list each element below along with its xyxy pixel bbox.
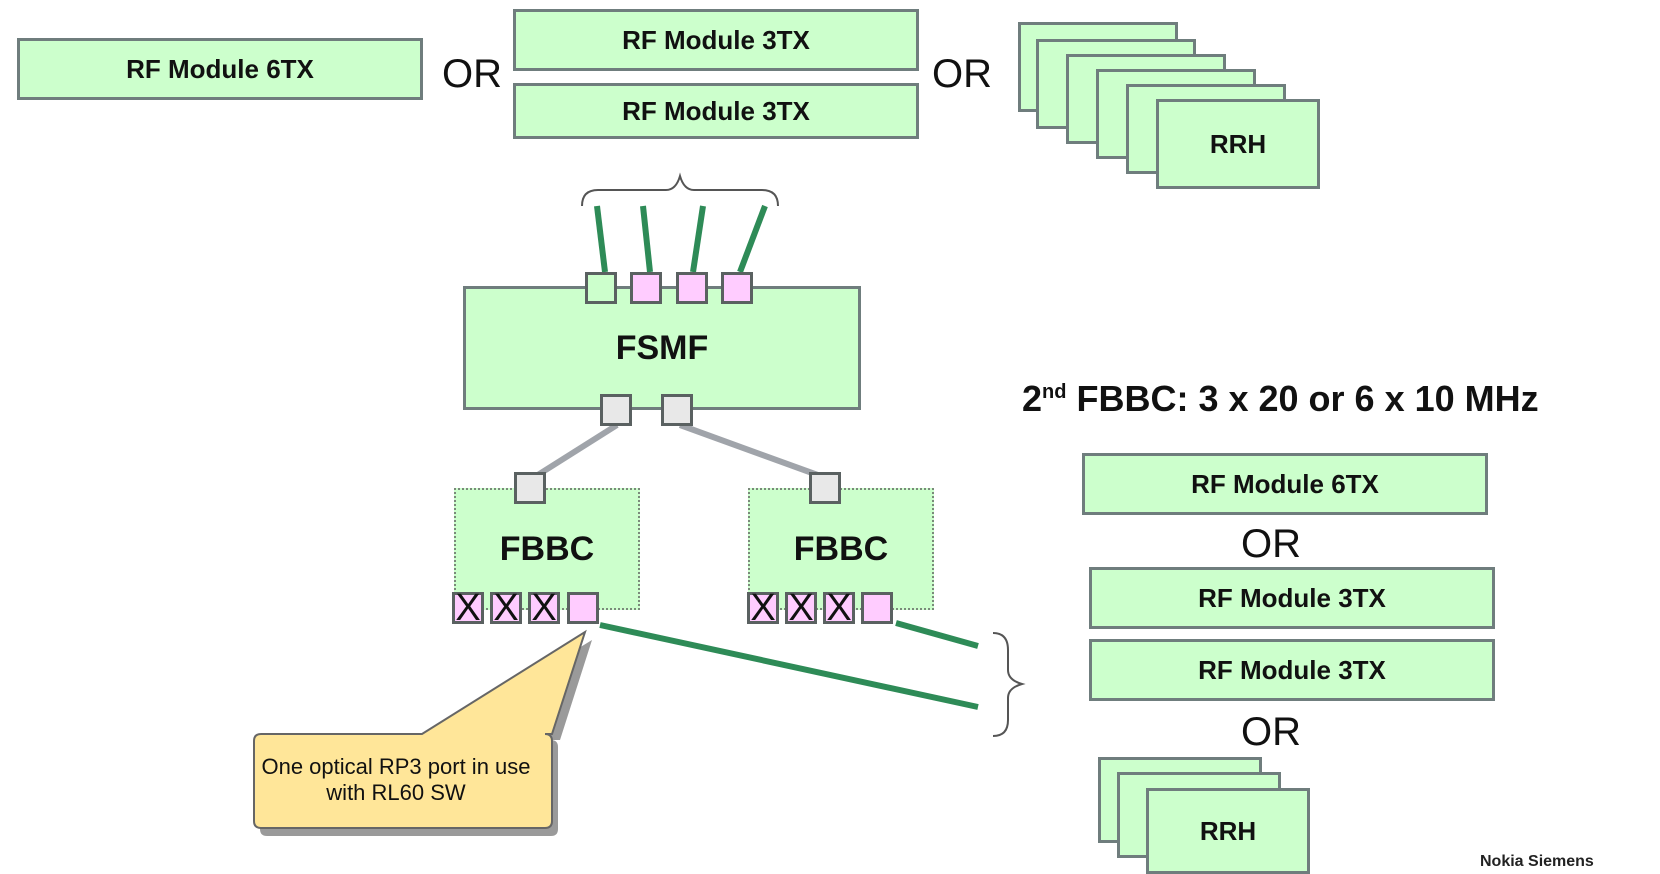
rf-module-3tx-right-b: RF Module 3TX bbox=[1089, 639, 1495, 701]
heading-ordinal: 2 bbox=[1022, 378, 1043, 419]
rf-module-3tx-right-a: RF Module 3TX bbox=[1089, 567, 1495, 629]
rf-link-2 bbox=[640, 205, 653, 273]
rf-link-1 bbox=[594, 205, 608, 273]
fbbc-right-port-2-disabled: X bbox=[785, 589, 817, 627]
or-label-top-2: OR bbox=[932, 52, 992, 96]
heading-text: FBBC: 3 x 20 or 6 x 10 MHz bbox=[1066, 378, 1539, 419]
or-label-right-2: OR bbox=[1241, 710, 1301, 754]
fbbc-right-rf-link bbox=[895, 620, 979, 649]
fsmf-rf-port-2 bbox=[630, 272, 662, 304]
rrh-box-top: RRH bbox=[1156, 99, 1320, 189]
nokia-siemens-logo: Nokia Siemens bbox=[1480, 853, 1594, 870]
fbbc-left-port-2-disabled: X bbox=[490, 589, 522, 627]
callout-shape bbox=[253, 629, 587, 829]
fbbc-left-port-1-disabled: X bbox=[452, 589, 484, 627]
fbbc-left-port-4-active bbox=[567, 592, 599, 624]
fsmf-fbbc-left-link bbox=[531, 422, 619, 481]
right-bracket bbox=[992, 632, 1026, 737]
rf-module-6tx-top: RF Module 6TX bbox=[17, 38, 423, 100]
rf-link-4 bbox=[737, 204, 768, 274]
top-bracket bbox=[581, 172, 779, 207]
fbbc-right: FBBC bbox=[748, 488, 934, 610]
heading-ordinal-suffix: nd bbox=[1042, 381, 1067, 403]
rrh-box-right: RRH bbox=[1146, 788, 1310, 874]
fbbc-left-rf-link bbox=[599, 622, 979, 710]
fbbc-left-port-3-disabled: X bbox=[528, 589, 560, 627]
fsmf-rf-port-3 bbox=[676, 272, 708, 304]
fbbc-right-port-4-active bbox=[861, 592, 893, 624]
or-label-top-1: OR bbox=[442, 52, 502, 96]
fbbc-right-uplink-port bbox=[809, 472, 841, 504]
fbbc-left: FBBC bbox=[454, 488, 640, 610]
fsmf-fbbc-right-link bbox=[678, 422, 828, 481]
fbbc-left-uplink-port bbox=[514, 472, 546, 504]
fsmf-rf-port-4 bbox=[721, 272, 753, 304]
fsmf-rf-port-1 bbox=[585, 272, 617, 304]
rf-module-6tx-right: RF Module 6TX bbox=[1082, 453, 1488, 515]
or-label-right-1: OR bbox=[1241, 522, 1301, 566]
rf-link-3 bbox=[690, 205, 706, 273]
rf-module-3tx-top-b: RF Module 3TX bbox=[513, 83, 919, 139]
fbbc-right-port-3-disabled: X bbox=[823, 589, 855, 627]
fsmf-unit: FSMF bbox=[463, 286, 861, 410]
second-fbbc-heading: 2nd FBBC: 3 x 20 or 6 x 10 MHz bbox=[1022, 378, 1539, 420]
callout-text: One optical RP3 port in use with RL60 SW bbox=[261, 754, 531, 805]
fsmf-fbbc-port-2 bbox=[661, 394, 693, 426]
rf-module-3tx-top-a: RF Module 3TX bbox=[513, 9, 919, 71]
fbbc-right-port-1-disabled: X bbox=[747, 589, 779, 627]
fsmf-fbbc-port-1 bbox=[600, 394, 632, 426]
